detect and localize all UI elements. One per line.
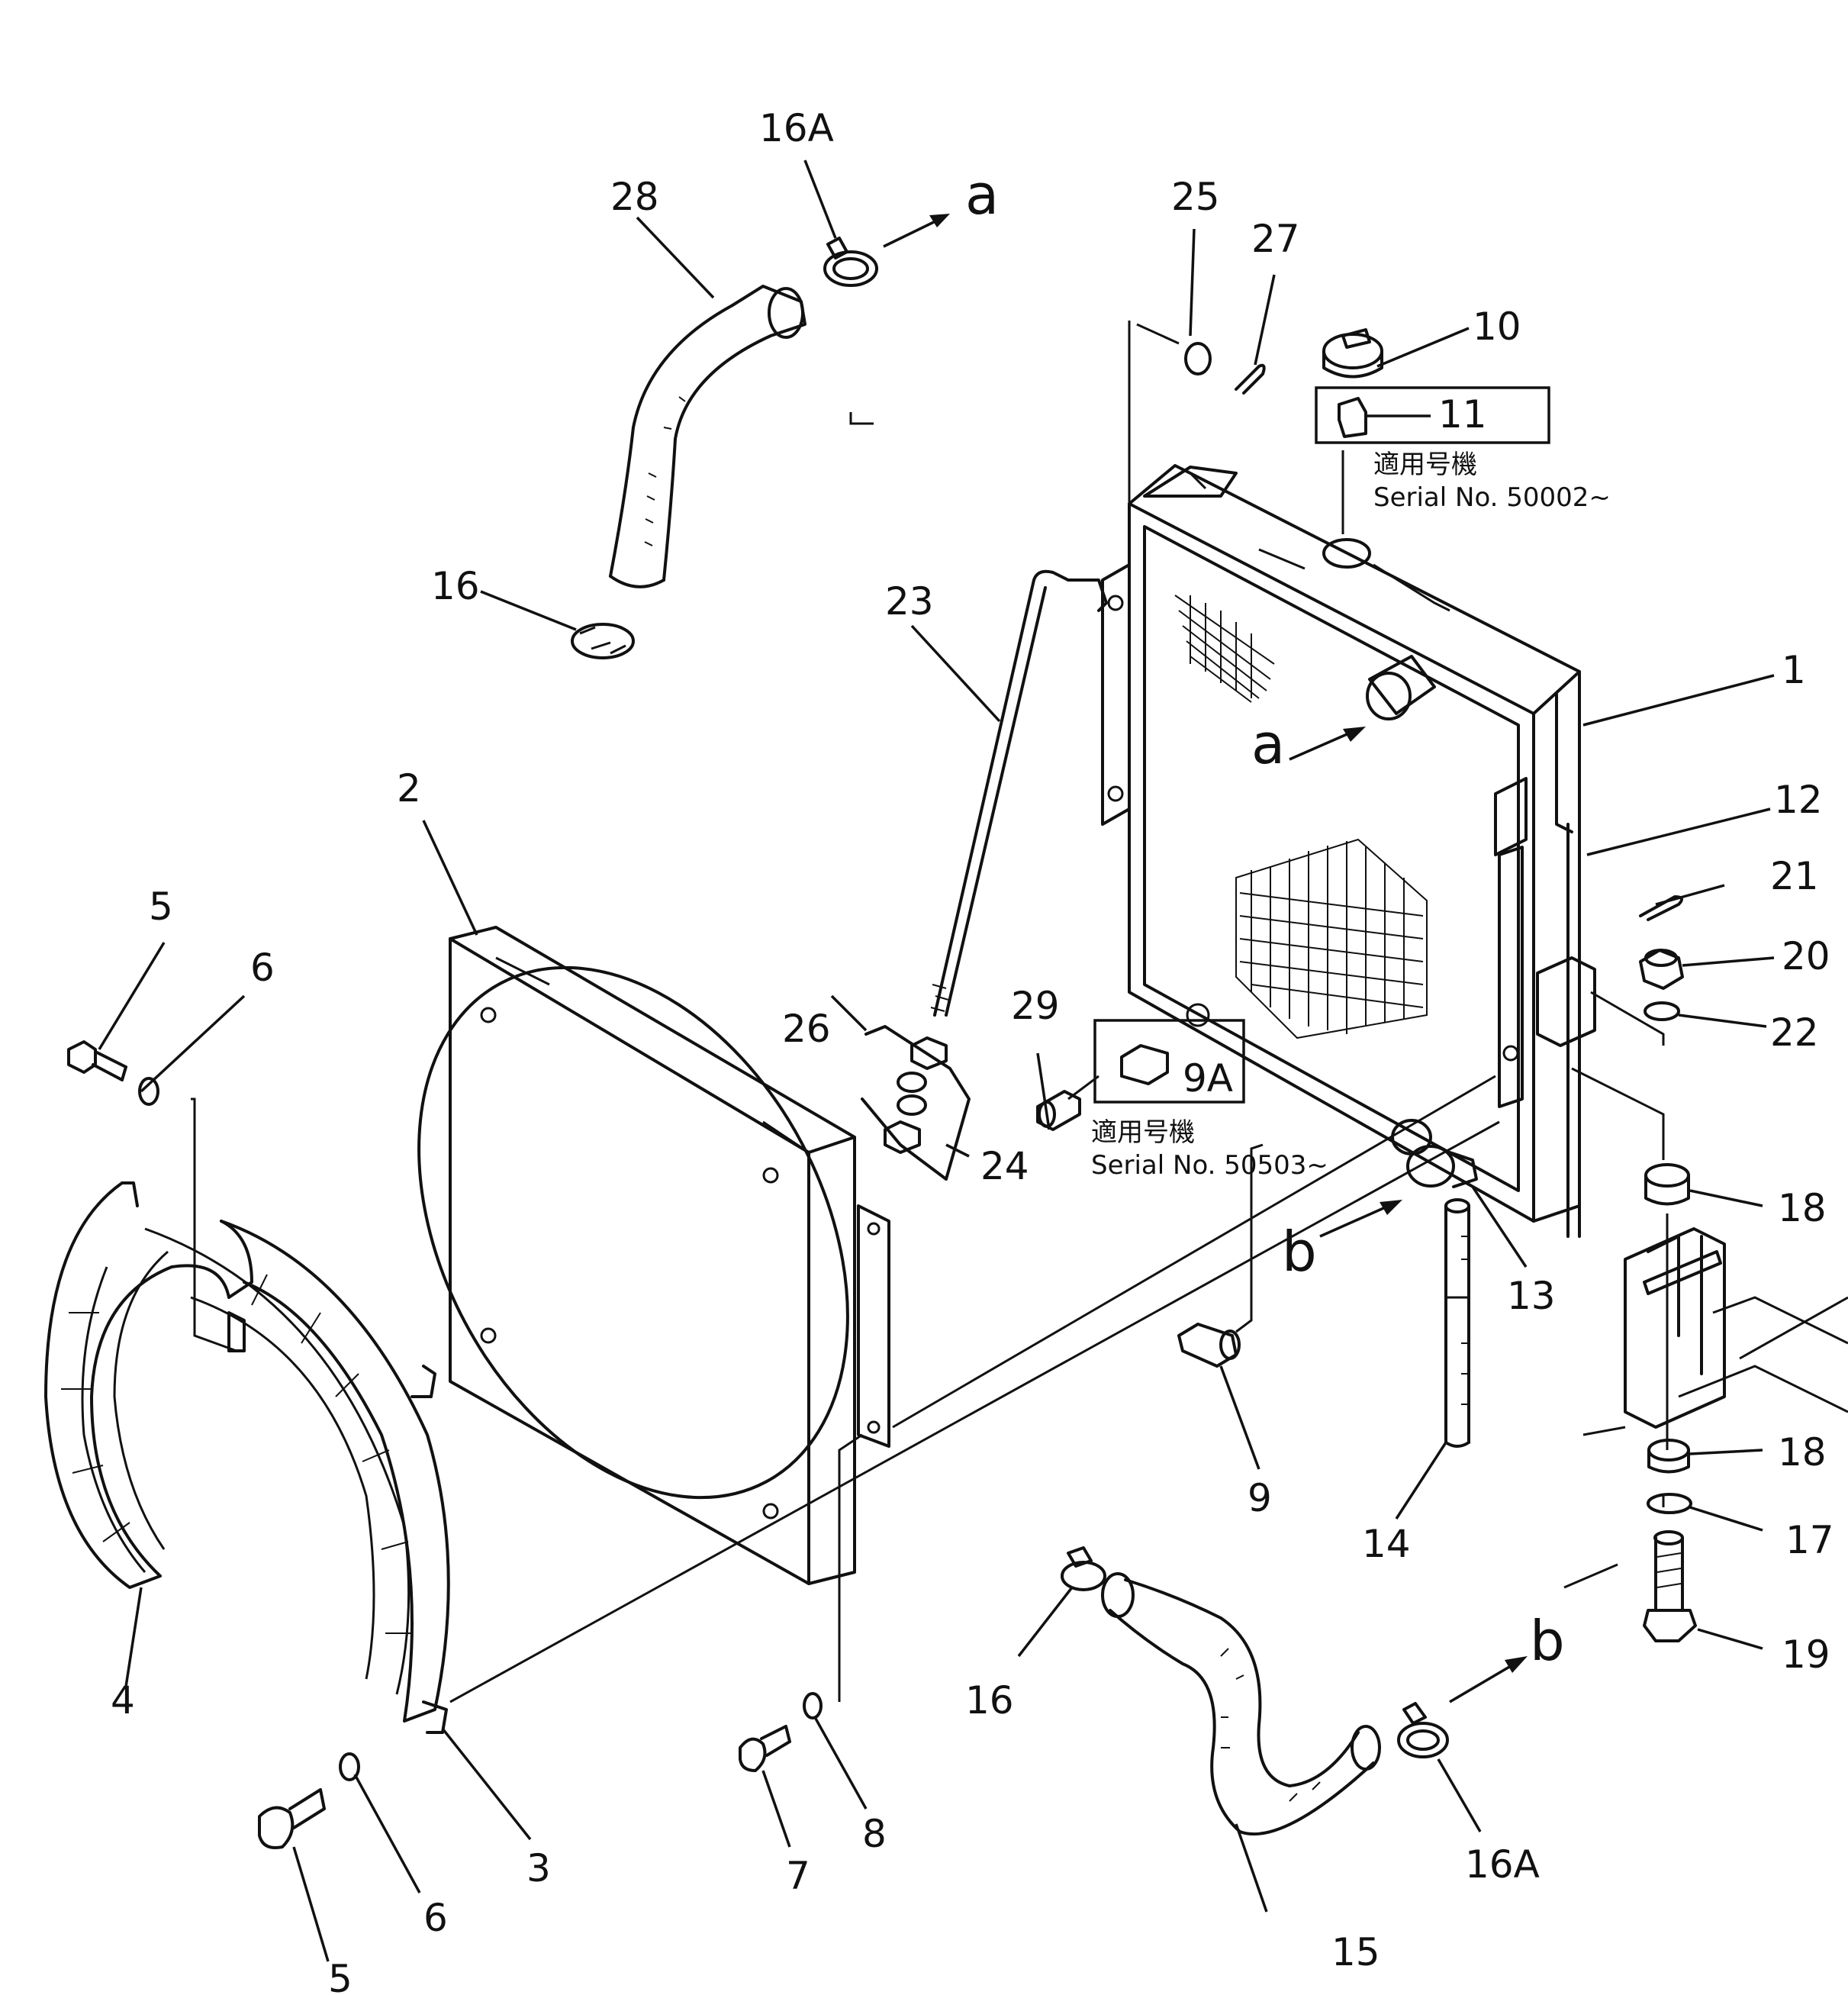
clamp-16a-upper [823, 237, 878, 287]
washer-6-upper [138, 1077, 159, 1106]
bolt-19 [1643, 1530, 1697, 1642]
callout-9a: 9A [1183, 1056, 1233, 1101]
washer-25 [1184, 342, 1212, 375]
serial-label-2: 適用号機 [1091, 1117, 1195, 1148]
callout-labels: 1 2 3 4 5 5 6 6 7 8 9 9A 10 11 12 13 14 … [111, 106, 1834, 1995]
clamp-16-lower [1061, 1546, 1106, 1591]
callout-9: 9 [1248, 1476, 1272, 1520]
connector-b-radiator: b [1282, 1220, 1317, 1284]
callout-19: 19 [1782, 1632, 1830, 1677]
washer-6-lower [339, 1752, 360, 1781]
serial-notes: 適用号機 Serial No. 50002~ 適用号機 Serial No. 5… [1091, 450, 1611, 1181]
callout-3: 3 [526, 1846, 551, 1890]
mount-bracket [1624, 1227, 1848, 1429]
cushion-18-upper [1644, 1163, 1690, 1206]
bolt-5-lower [258, 1788, 326, 1849]
nut-20 [1639, 949, 1684, 990]
connector-arrows [883, 214, 1528, 1703]
radiator-cap [1322, 328, 1383, 379]
callout-24: 24 [980, 1144, 1029, 1188]
pin-21 [1639, 895, 1683, 921]
washer-22 [1644, 1001, 1680, 1021]
callout-22: 22 [1770, 1010, 1819, 1055]
connector-letters: a a b b [965, 163, 1565, 1673]
callout-25: 25 [1171, 175, 1220, 219]
callout-18-upper: 18 [1778, 1186, 1827, 1230]
bolt-7 [739, 1725, 791, 1772]
callout-7: 7 [786, 1854, 810, 1898]
callout-4: 4 [111, 1678, 135, 1723]
connector-a-top: a [965, 163, 999, 227]
callout-6-upper: 6 [250, 946, 275, 990]
callout-20: 20 [1782, 934, 1830, 978]
core-mesh-upper [1174, 595, 1275, 703]
callout-10: 10 [1473, 305, 1521, 349]
callout-26: 26 [782, 1007, 831, 1051]
callout-11: 11 [1438, 392, 1487, 437]
serial-note-2: Serial No. 50503~ [1091, 1150, 1328, 1181]
drain-valve-13 [1406, 1145, 1478, 1188]
clamp-16-upper [571, 623, 635, 659]
nipple-29 [1036, 1090, 1081, 1131]
radiator-assembly [1101, 464, 1596, 1238]
callout-8: 8 [862, 1812, 887, 1856]
assembly-lines [191, 321, 1669, 1703]
leader-lines [98, 160, 1775, 1962]
washer-17 [1647, 1493, 1692, 1514]
callout-14: 14 [1362, 1522, 1411, 1566]
elbow-9 [1177, 1323, 1241, 1368]
callout-16a-upper: 16A [759, 106, 834, 150]
washer-8 [803, 1692, 823, 1719]
callout-28: 28 [610, 175, 659, 219]
nuts-and-washers [861, 1025, 971, 1181]
fan-shroud [417, 926, 890, 1585]
drain-hose-14 [1444, 1198, 1470, 1448]
connector-a-radiator: a [1251, 712, 1285, 776]
callout-16-upper: 16 [431, 564, 480, 608]
callout-6-lower: 6 [423, 1896, 448, 1940]
core-mesh-lower [1235, 838, 1428, 1039]
stay-rod-23 [930, 569, 1108, 1017]
callout-27: 27 [1251, 217, 1300, 261]
callout-21: 21 [1770, 854, 1819, 898]
callout-18-lower: 18 [1778, 1430, 1827, 1474]
callout-12: 12 [1774, 778, 1823, 822]
callout-13: 13 [1507, 1274, 1556, 1318]
callout-15: 15 [1331, 1930, 1380, 1974]
nipple-9a-box [1093, 1019, 1245, 1104]
fan-guard [44, 1181, 450, 1734]
serial-label-1: 適用号機 [1373, 450, 1477, 480]
pin-27 [1235, 363, 1266, 395]
callout-5-upper: 5 [149, 885, 173, 929]
plug-11-box [1315, 386, 1550, 444]
clamp-16a-lower [1397, 1702, 1449, 1758]
callout-2: 2 [397, 766, 421, 811]
callout-1: 1 [1782, 648, 1806, 692]
nipple-9a [1120, 1044, 1169, 1085]
upper-hose [609, 285, 806, 588]
callout-23: 23 [885, 579, 934, 624]
callout-5-lower: 5 [328, 1957, 353, 1995]
callout-16a-lower: 16A [1465, 1842, 1540, 1887]
cushion-18-lower [1647, 1439, 1690, 1474]
callout-17: 17 [1785, 1518, 1834, 1562]
callout-16-lower: 16 [965, 1678, 1014, 1723]
connector-b-bottom: b [1530, 1609, 1565, 1673]
serial-note-1: Serial No. 50002~ [1373, 482, 1611, 513]
lower-hose [1101, 1572, 1381, 1836]
callout-29: 29 [1011, 984, 1060, 1028]
bolt-5-upper [67, 1040, 127, 1081]
